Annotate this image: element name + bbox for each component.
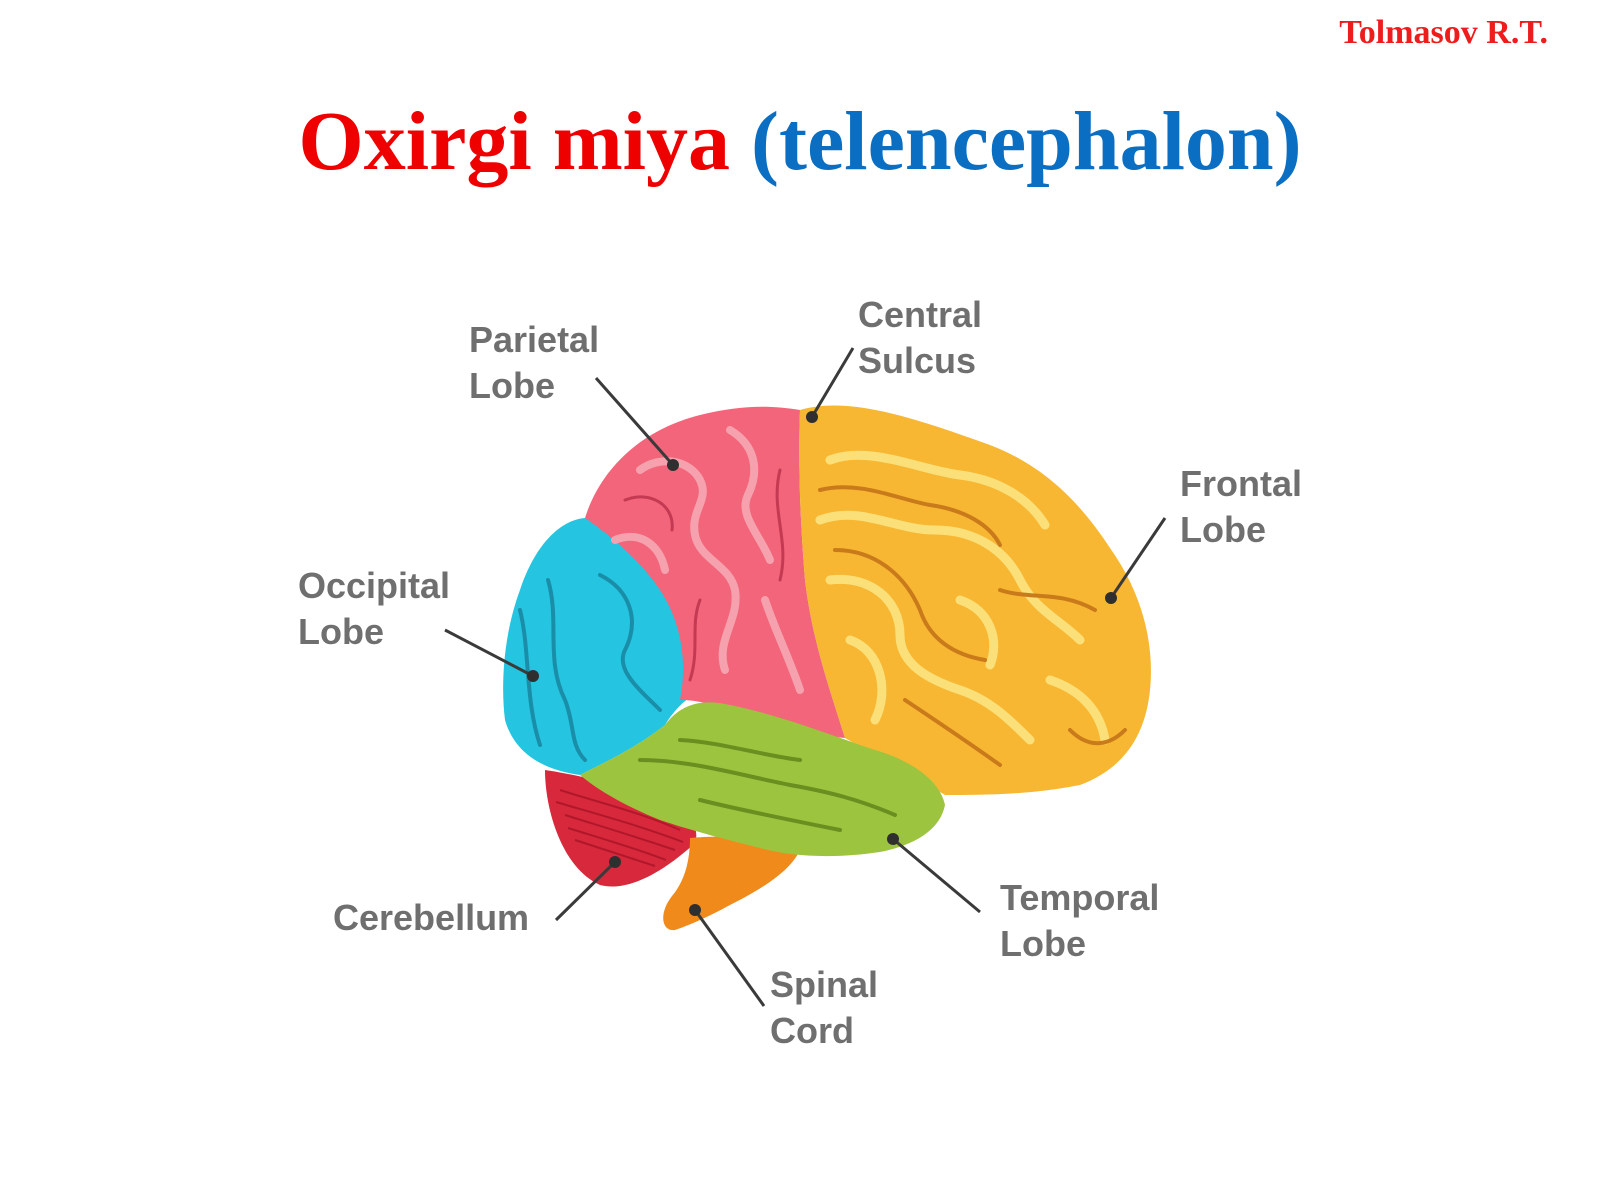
author-name: Tolmasov R.T. [1339, 14, 1548, 51]
label-spinal-cord: Spinal Cord [770, 964, 888, 1051]
parietal-region [585, 406, 845, 738]
page-title: Oxirgi miya (telencephalon) [0, 100, 1600, 184]
title-main: Oxirgi miya [298, 95, 730, 188]
temporal-region [580, 702, 945, 857]
label-parietal-lobe: Parietal Lobe [469, 319, 609, 406]
label-cerebellum: Cerebellum [333, 897, 529, 938]
label-central-sulcus: Central Sulcus [858, 294, 992, 381]
title-latin: (telencephalon) [751, 95, 1302, 188]
label-occipital-lobe: Occipital Lobe [298, 565, 460, 652]
leader-lines [444, 347, 1167, 1007]
label-temporal-lobe: Temporal Lobe [1000, 877, 1169, 964]
frontal-region [799, 405, 1151, 795]
label-frontal-lobe: Frontal Lobe [1180, 463, 1312, 550]
